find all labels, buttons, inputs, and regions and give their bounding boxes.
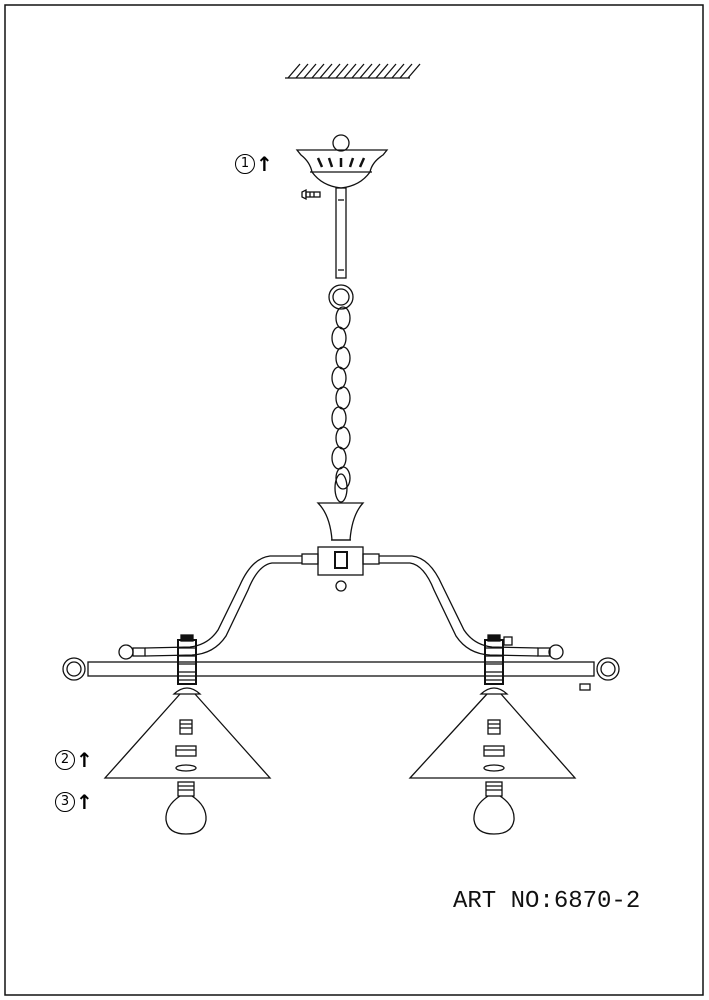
chain-link [331,406,347,430]
article-number: ART NO:6870-2 [453,888,641,915]
step-2-marker: 2↑ [55,750,93,770]
chain-link [334,473,348,503]
chain-link [331,326,347,350]
chain [331,306,351,503]
step-number: 1 [235,154,255,174]
ceiling-canopy [295,134,389,189]
chain-link [331,446,347,470]
page-frame [4,4,704,996]
up-arrow-icon: ↑ [256,152,273,176]
up-arrow-icon: ↑ [76,748,93,772]
horizontal-bar [62,636,620,691]
center-hub [301,546,380,592]
chain-link [335,386,351,410]
step-1-marker: 1↑ [235,154,273,174]
center-cup [316,502,365,541]
right-socket-assembly [408,634,577,835]
chain-link [335,426,351,450]
chain-link [335,306,351,330]
chain-link [331,366,347,390]
left-socket-assembly [103,634,272,835]
chain-link [335,346,351,370]
down-rod [328,187,354,310]
chain-link [335,466,351,490]
step-3-marker: 3↑ [55,792,93,812]
step-number: 2 [55,750,75,770]
arms [118,555,564,660]
up-arrow-icon: ↑ [76,790,93,814]
step-number: 3 [55,792,75,812]
mounting-screw [301,188,321,201]
ceiling-hatch [285,63,421,79]
